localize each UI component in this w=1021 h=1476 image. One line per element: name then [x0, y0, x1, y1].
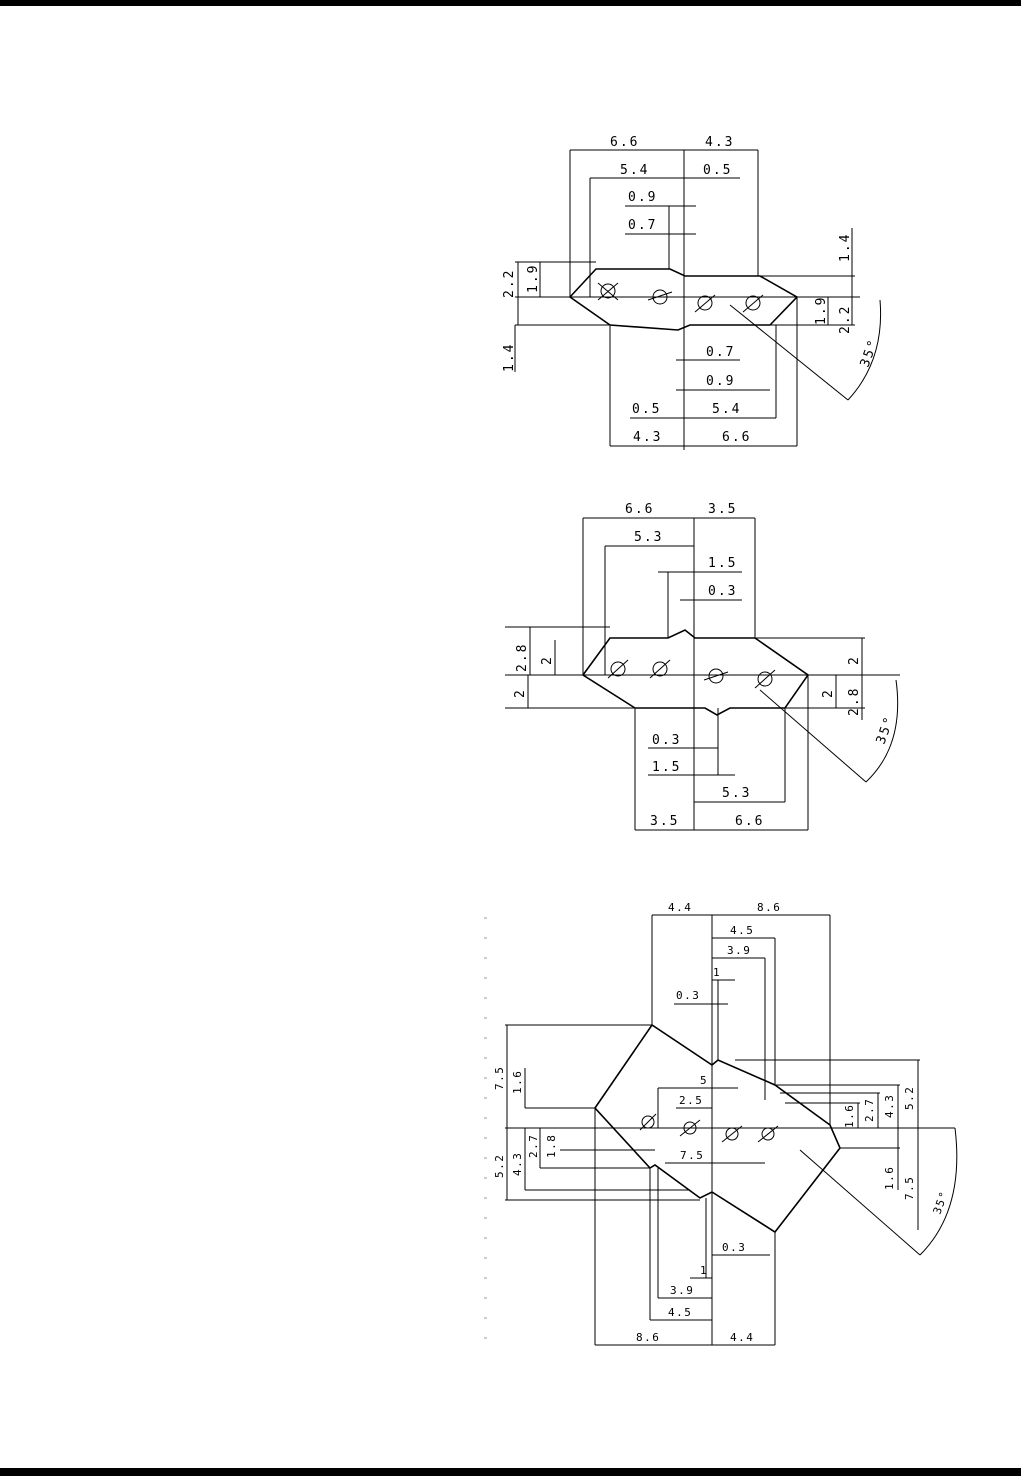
dim-label: 6.6	[722, 430, 751, 445]
dim-label: 2.5	[679, 1094, 703, 1107]
dim-label: 4.5	[730, 924, 754, 937]
dim-label: 5.4	[712, 402, 741, 417]
dim-label: 2.2	[502, 269, 517, 298]
dim-label: 2	[847, 655, 862, 665]
dim-label: 3.9	[670, 1284, 694, 1297]
dim-label: 5.4	[620, 163, 649, 178]
dim-label: 0.9	[706, 374, 735, 389]
dim-label: 1.6	[843, 1104, 856, 1128]
dim-label: 1.9	[526, 264, 541, 293]
dim-label: 2.8	[847, 687, 862, 716]
margin-ticks	[484, 918, 487, 1338]
dim-label: 4.3	[633, 430, 662, 445]
dim-label: 1	[700, 1264, 708, 1277]
dim-label: 1.9	[814, 296, 829, 325]
pad-icon	[704, 669, 728, 683]
pad-icon	[755, 670, 775, 688]
dim-label: 1.6	[511, 1070, 524, 1094]
dim-label: 4.4	[730, 1331, 754, 1344]
dim-label: 2.2	[838, 305, 853, 334]
dim-label: 1.8	[545, 1134, 558, 1158]
dim-label: 8.6	[757, 901, 781, 914]
figure-3: 4.4 8.6 4.5 3.9 1 0.3 5 2.5 7.5 7.5 1.6 …	[484, 901, 957, 1345]
dim-label: 2.7	[527, 1134, 540, 1158]
dim-label: 0.3	[708, 584, 737, 599]
dim-label: 4.5	[668, 1306, 692, 1319]
dim-label: 5.2	[493, 1154, 506, 1178]
dim-label: 0.3	[722, 1241, 746, 1254]
dim-label: 4.4	[668, 901, 692, 914]
dim-label: 0.7	[706, 345, 735, 360]
dim-label: 2.7	[863, 1098, 876, 1122]
angle-label: 35°	[858, 337, 882, 370]
dim-label: 7.5	[903, 1176, 916, 1200]
dim-label: 0.5	[632, 402, 661, 417]
pad-icon	[743, 295, 763, 312]
pad-icon	[695, 295, 715, 312]
dim-label: 1.4	[838, 233, 853, 262]
dim-label: 6.6	[735, 814, 764, 829]
dim-label: 7.5	[680, 1149, 704, 1162]
dim-label: 4.3	[883, 1094, 896, 1118]
dim-label: 1.4	[502, 343, 517, 372]
dim-label: 0.3	[652, 733, 681, 748]
dim-label: 6.6	[610, 135, 639, 150]
dim-label: 2	[540, 655, 555, 665]
dim-label: 1	[713, 966, 721, 979]
dim-label: 7.5	[493, 1066, 506, 1090]
dim-label: 0.7	[628, 218, 657, 233]
dim-label: 2	[821, 688, 836, 698]
dim-label: 4.3	[511, 1152, 524, 1176]
dim-label: 8.6	[636, 1331, 660, 1344]
dim-label: 2.8	[515, 643, 530, 672]
dim-label: 2	[513, 688, 528, 698]
dim-label: 1.5	[708, 556, 737, 571]
dim-label: 0.9	[628, 190, 657, 205]
dim-label: 5.2	[903, 1086, 916, 1110]
dim-label: 3.5	[650, 814, 679, 829]
dim-label: 5.3	[722, 786, 751, 801]
figure-2: 6.6 3.5 5.3 1.5 0.3 2.8 2 2 2 2 2.8 35° …	[505, 502, 900, 830]
dim-label: 3.5	[708, 502, 737, 517]
angle-label: 35°	[874, 714, 898, 747]
dim-label: 4.3	[705, 135, 734, 150]
dim-label: 6.6	[625, 502, 654, 517]
dim-label: 0.5	[703, 163, 732, 178]
dim-label: 1.5	[652, 760, 681, 775]
dim-label: 5.3	[634, 530, 663, 545]
dim-label: 5	[700, 1074, 708, 1087]
dim-label: 1.6	[883, 1166, 896, 1190]
figure-1: 6.6 4.3 5.4 0.5 0.9 0.7 2.2 1.9 1.4 1.9 …	[502, 135, 882, 450]
dim-label: 3.9	[727, 944, 751, 957]
dim-label: 0.3	[676, 989, 700, 1002]
